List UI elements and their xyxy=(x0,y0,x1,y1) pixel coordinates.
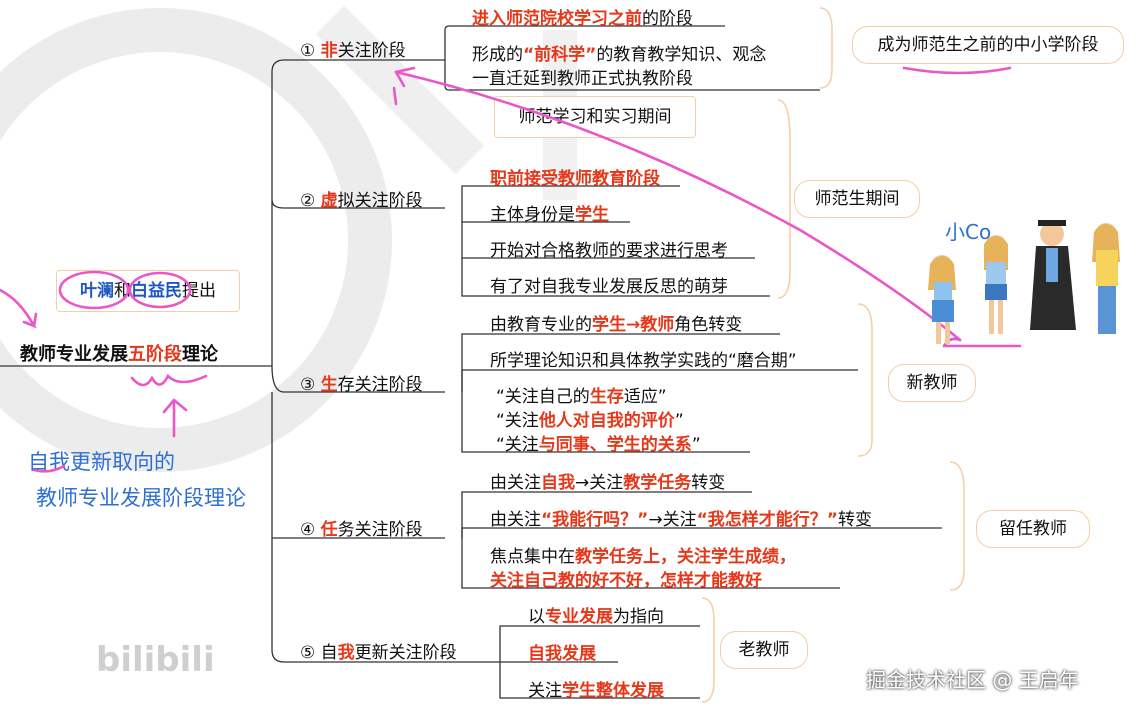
s2-item-2-red: 学生 xyxy=(575,205,609,225)
s1-item-1-tail: 的阶段 xyxy=(642,9,693,29)
s4-item-1-a: 由关注 xyxy=(490,473,541,493)
s1-item-2: 形成的“前科学”的教育教学知识、观念 xyxy=(472,40,766,65)
s2-item-4: 有了对自我专业发展反思的萌芽 xyxy=(490,277,728,297)
stage-1-key: 非 xyxy=(320,41,338,61)
s1-item-1-red: 进入师范院校学习之前 xyxy=(472,9,642,29)
stage-5-key: 我 xyxy=(337,643,355,663)
stage-5-num: ⑤ xyxy=(300,643,316,663)
s3-item-4-b: ” xyxy=(674,411,684,431)
author-name-2: 白益民 xyxy=(131,281,182,301)
stage-2-num: ② xyxy=(300,191,316,211)
stage-3-label: ③ 生存关注阶段 xyxy=(300,370,423,395)
s3-item-4-red: 他人对自我的评价 xyxy=(538,411,675,431)
stage-4-key: 任 xyxy=(320,520,338,540)
stage-2-rest: 拟关注阶段 xyxy=(337,191,423,211)
s3-group-bubble: 新教师 xyxy=(888,364,976,402)
stage-1-num: ① xyxy=(300,41,316,61)
s4-item-2-a: 由关注 xyxy=(490,510,541,530)
s2-item-2-a: 主体身份是 xyxy=(490,205,575,225)
s4-item-3-red: 教学任务上，关注学生成绩， xyxy=(575,547,796,567)
author-name-1: 叶澜 xyxy=(80,281,114,301)
s3-item-4: “关注他人对自我的评价” xyxy=(496,406,684,431)
s3-item-5-a: “关注 xyxy=(496,435,539,455)
s3-item-5-red: 与同事、学生的关系 xyxy=(538,435,692,455)
s1-item-3: 一直迁延到教师正式执教阶段 xyxy=(472,69,693,89)
s3-item-3: “关注自己的生存适应” xyxy=(496,382,667,407)
s5-item-2: 自我发展 xyxy=(528,639,596,664)
s5-group-bubble: 老教师 xyxy=(720,631,808,669)
s2-item-3: 开始对合格教师的要求进行思考 xyxy=(490,241,728,261)
s2-group-bubble: 师范生期间 xyxy=(794,180,920,218)
s4-item-4: 关注自己教的好不好，怎样才能教好 xyxy=(490,566,762,591)
s3-item-3-red: 生存 xyxy=(589,387,624,407)
root-title-prefix: 教师专业发展 xyxy=(20,344,128,365)
stage-3-num: ③ xyxy=(300,375,316,395)
bilibili-watermark: bilibili xyxy=(96,640,215,680)
s3-item-2: 所学理论知识和具体教学实践的“磨合期” xyxy=(490,351,797,371)
credit-watermark: 掘金技术社区 @ 王启年 xyxy=(866,668,1079,692)
stage-4-num: ④ xyxy=(300,520,316,540)
stage-5-pre: 自 xyxy=(320,643,338,663)
s3-item-1-red: 学生→教师 xyxy=(592,315,675,335)
s4-item-2-red1: “我能行吗？” xyxy=(541,510,649,530)
s3-item-1-a: 由教育专业的 xyxy=(490,315,592,335)
s1-item-1: 进入师范院校学习之前的阶段 xyxy=(472,4,693,29)
s4-item-3: 焦点集中在教学任务上，关注学生成绩， xyxy=(490,542,796,567)
s3-item-5-b: ” xyxy=(691,435,701,455)
s4-item-2-b: →关注 xyxy=(648,510,697,530)
root-title-highlight: 五阶段 xyxy=(128,344,182,365)
s4-item-1: 由关注自我→关注教学任务转变 xyxy=(490,468,725,493)
handwritten-note-line-2: 教师专业发展阶段理论 xyxy=(36,486,246,510)
stage-3-rest: 存关注阶段 xyxy=(337,375,423,395)
stage-5-rest: 更新关注阶段 xyxy=(354,643,457,663)
handwritten-label-xiaoco: 小Co xyxy=(945,220,992,244)
stage-1-rest: 关注阶段 xyxy=(337,41,406,61)
root-title: 教师专业发展五阶段理论 xyxy=(20,340,218,366)
s3-item-1: 由教育专业的学生→教师角色转变 xyxy=(490,310,742,335)
stage-4-rest: 务关注阶段 xyxy=(337,520,423,540)
s5-item-1-b: 为指向 xyxy=(613,607,664,627)
s4-item-1-c: 转变 xyxy=(691,473,726,493)
s4-item-2-c: 转变 xyxy=(837,510,872,530)
stage-1-label: ① 非关注阶段 xyxy=(300,36,406,61)
s4-item-2: 由关注“我能行吗？”→关注“我怎样才能行？”转变 xyxy=(490,505,872,530)
s3-item-5: “关注与同事、学生的关系” xyxy=(496,430,701,455)
s5-item-2-red: 自我发展 xyxy=(528,644,596,664)
s5-item-3: 关注学生整体发展 xyxy=(528,676,664,701)
s4-group-bubble: 留任教师 xyxy=(976,510,1090,548)
s2-callout: 师范学习和实习期间 xyxy=(494,96,696,138)
s4-item-3-a: 焦点集中在 xyxy=(490,547,575,567)
s2-item-1: 职前接受教师教育阶段 xyxy=(490,164,660,189)
s4-item-1-red2: 教学任务 xyxy=(623,473,692,493)
s2-item-2: 主体身份是学生 xyxy=(490,200,609,225)
stage-5-label: ⑤ 自我更新关注阶段 xyxy=(300,638,457,663)
stage-2-key: 虚 xyxy=(320,191,338,211)
s3-item-3-b: 适应” xyxy=(623,387,667,407)
s4-item-1-b: →关注 xyxy=(575,473,624,493)
s2-item-1-red: 职前接受教师教育阶段 xyxy=(490,169,660,189)
s5-item-1-a: 以 xyxy=(528,607,545,627)
s1-item-2-b: 的教育教学知识、观念 xyxy=(596,45,767,65)
s5-item-3-red: 学生整体发展 xyxy=(562,681,664,701)
s3-item-3-a: “关注自己的 xyxy=(496,387,590,407)
stage-2-label: ② 虚拟关注阶段 xyxy=(300,186,423,211)
s1-group-note: 成为师范生之前的中小学阶段 xyxy=(852,26,1124,64)
s4-item-4-red: 关注自己教的好不好，怎样才能教好 xyxy=(490,571,762,591)
stage-4-label: ④ 任务关注阶段 xyxy=(300,515,423,540)
s5-item-1-red: 专业发展 xyxy=(545,607,613,627)
s5-item-1: 以专业发展为指向 xyxy=(528,602,664,627)
s4-item-2-red2: “我怎样才能行？” xyxy=(696,510,838,530)
stage-3-key: 生 xyxy=(320,375,338,395)
s5-item-3-a: 关注 xyxy=(528,681,562,701)
s3-item-1-b: 角色转变 xyxy=(674,315,743,335)
s1-item-2-a: 形成的 xyxy=(472,45,523,65)
s3-item-4-a: “关注 xyxy=(496,411,539,431)
s1-item-2-red: “前科学” xyxy=(523,45,597,65)
s4-item-1-red1: 自我 xyxy=(541,473,575,493)
root-title-suffix: 理论 xyxy=(182,344,218,365)
